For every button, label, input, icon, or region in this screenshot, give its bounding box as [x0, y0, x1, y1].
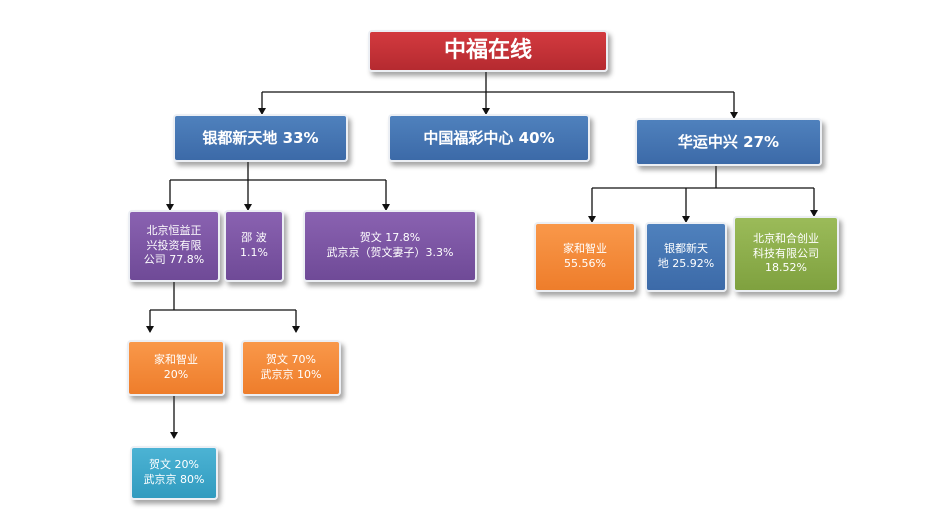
node-hewen-wu-jiahe-line1: 贺文 20%: [149, 458, 199, 472]
root-label: 中福在线: [443, 38, 532, 64]
node-jiahe-hengyi-line1: 家和智业: [154, 353, 198, 367]
connector-hengyi-bus: [150, 282, 296, 311]
node-hewen-wu-hengyi-line1: 贺文 70%: [266, 353, 316, 367]
node-jiahe-hengyi-line2: 20%: [163, 368, 189, 381]
node-yindu-xintiandi-line2: 地 25.92%: [657, 257, 715, 270]
node-jiahe-hengyi: 家和智业 20%: [127, 340, 225, 396]
node-shaobo-line1: 邵 波: [241, 231, 267, 245]
node-hewen-line1: 贺文 17.8%: [359, 231, 421, 245]
node-hewen-wu-jiahe: 贺文 20% 武京京 80%: [130, 446, 218, 500]
node-hewen-wu-jiahe-line2: 武京京 80%: [143, 473, 205, 486]
node-shaobo-line2: 1.1%: [240, 246, 268, 259]
node-yindu-xintiandi: 银都新天 地 25.92%: [645, 222, 727, 292]
node-zhongguo-label: 中国福彩中心 40%: [423, 128, 555, 147]
node-beijing-hehe-line2: 科技有限公司: [753, 246, 819, 260]
node-beijing-hehe-line1: 北京和合创业: [753, 231, 819, 245]
node-hewen-line2: 武京京（贺文妻子）3.3%: [326, 246, 454, 259]
node-jiahe-huayun: 家和智业 55.56%: [534, 222, 636, 292]
node-jiahe-huayun-line1: 家和智业: [563, 242, 607, 256]
node-beijing-hengyi-line1: 北京恒益正: [146, 223, 202, 237]
node-huayun: 华运中兴 27%: [635, 118, 822, 166]
connector-yindu-bus: [170, 162, 386, 181]
node-yindu-xintiandi-line1: 银都新天: [664, 242, 708, 256]
node-beijing-hengyi: 北京恒益正 兴投资有限 公司 77.8%: [128, 210, 220, 282]
node-yindu-label: 银都新天地 33%: [202, 128, 319, 147]
node-huayun-label: 华运中兴 27%: [677, 132, 780, 151]
node-beijing-hengyi-line2: 兴投资有限: [146, 238, 202, 252]
node-hewen: 贺文 17.8% 武京京（贺文妻子）3.3%: [303, 210, 477, 282]
node-jiahe-huayun-line2: 55.56%: [564, 257, 606, 270]
node-hewen-wu-hengyi: 贺文 70% 武京京 10%: [241, 340, 341, 396]
node-shaobo: 邵 波 1.1%: [224, 210, 284, 282]
connector-root-bus: [262, 72, 734, 93]
node-hewen-wu-hengyi-line2: 武京京 10%: [260, 368, 322, 381]
connector-huayun-bus: [592, 166, 814, 189]
node-beijing-hehe: 北京和合创业 科技有限公司 18.52%: [733, 216, 839, 292]
node-beijing-hehe-line3: 18.52%: [765, 261, 807, 275]
node-zhongguo: 中国福彩中心 40%: [388, 114, 590, 162]
node-beijing-hengyi-line3: 公司 77.8%: [143, 253, 205, 267]
node-yindu: 银都新天地 33%: [173, 114, 348, 162]
root-node: 中福在线: [368, 30, 608, 72]
